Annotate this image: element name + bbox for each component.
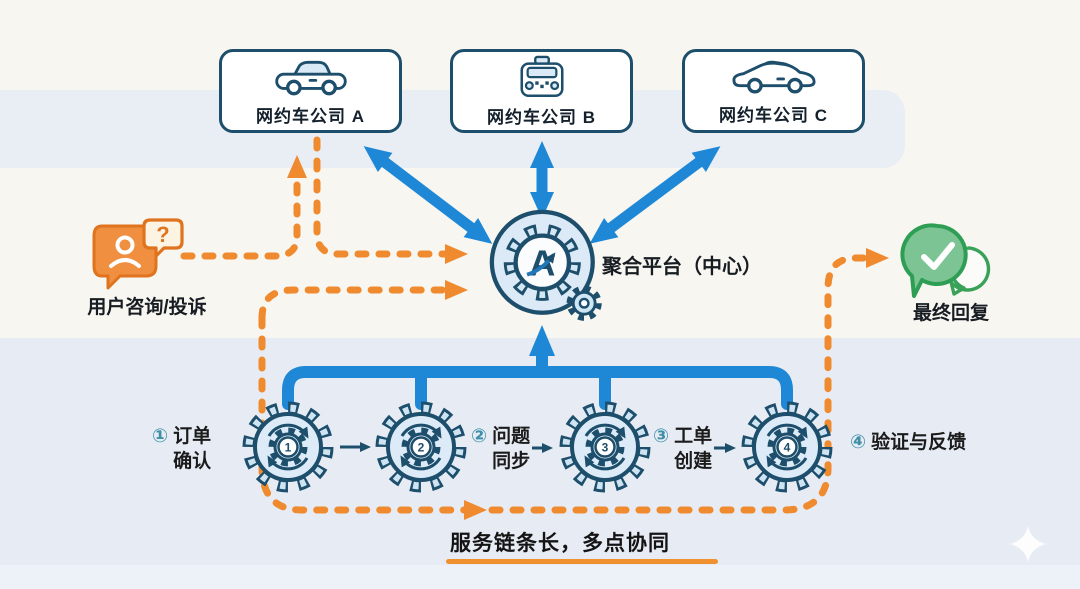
company-box-b: 网约车公司 B: [450, 49, 633, 133]
check-chat-bubble-icon: [900, 223, 991, 298]
caption-text: 服务链条长，多点协同: [450, 532, 670, 555]
step-1-badge: ①: [152, 426, 169, 447]
flow-loop-to-platform: [258, 280, 468, 322]
gear-2-number: 2: [418, 441, 425, 455]
step-4-badge: ④: [850, 432, 867, 453]
step-3-label: ③ 工单 创建: [653, 426, 713, 472]
step-2-badge: ②: [471, 426, 488, 447]
taxi-car-icon: [519, 55, 564, 97]
sparkle-icon: [1010, 526, 1046, 562]
company-c-label: 网约车公司 C: [719, 105, 828, 125]
caption-underline: [446, 559, 718, 564]
company-box-a: 网约车公司 A: [219, 49, 402, 133]
reply-label: 最终回复: [912, 303, 989, 324]
company-box-c: 网约车公司 C: [682, 49, 865, 133]
user-chat-question-icon: ?: [92, 218, 184, 290]
sedan-car-icon: [274, 60, 347, 95]
gear-step-4: 4: [739, 399, 835, 500]
company-b-label: 网约车公司 B: [487, 107, 596, 127]
gear-3-number: 3: [602, 441, 609, 455]
sports-car-icon: [731, 60, 816, 94]
gear-1-number: 1: [285, 441, 292, 455]
flow-user-to-companyA: [180, 155, 307, 260]
svg-text:?: ?: [156, 222, 169, 247]
background-band-foot: [0, 565, 1080, 589]
aggregator-gear-a-icon: A: [489, 209, 602, 321]
user-node: ?: [88, 218, 188, 299]
step-4-label: ④ 验证与反馈: [850, 432, 967, 453]
gear-step-3: 3: [557, 399, 653, 500]
user-label: 用户咨询/投诉: [87, 297, 207, 318]
step-3-badge: ③: [653, 426, 670, 447]
platform-node: A: [489, 209, 607, 332]
gear-4-number: 4: [784, 441, 791, 455]
step-2-label: ② 问题 同步: [471, 426, 531, 472]
company-a-label: 网约车公司 A: [256, 106, 365, 126]
platform-label: 聚合平台（中心）: [602, 256, 762, 278]
step-1-label: ① 订单 确认: [152, 426, 212, 472]
reply-node: [900, 222, 998, 305]
gear-step-1: 1: [240, 399, 336, 500]
gear-step-2: 2: [373, 399, 469, 500]
svg-text:A: A: [529, 243, 555, 284]
